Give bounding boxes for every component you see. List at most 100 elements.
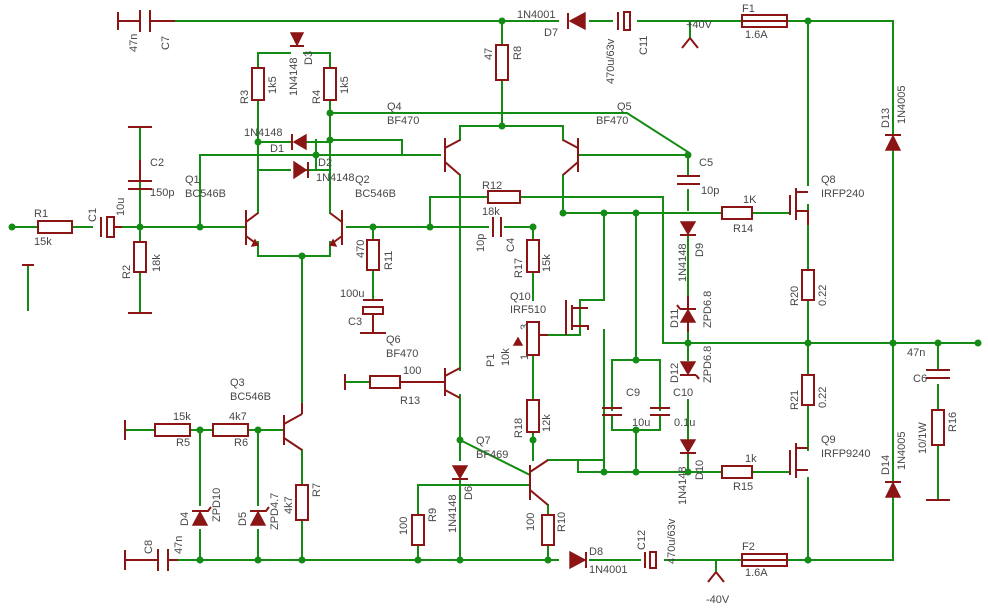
q9-value: IRFP9240	[821, 448, 871, 460]
q5-label: Q5	[617, 101, 632, 113]
c10-value: 0.1u	[674, 417, 695, 429]
f1-label: F1	[742, 3, 755, 15]
r14-value: 1K	[743, 194, 757, 206]
c11-value: 470u/63v	[605, 38, 617, 84]
r18-value: 12k	[541, 414, 553, 432]
r16-label: R16	[947, 412, 959, 432]
d3-value: 1N4148	[288, 57, 300, 96]
r8-label: R8	[512, 46, 524, 60]
r12-label: R12	[482, 180, 502, 192]
r1-value: 15k	[34, 236, 52, 248]
d9-value: 1N4148	[677, 243, 689, 282]
r20-value: 0.22	[817, 285, 829, 306]
r10-label: R10	[556, 512, 568, 532]
d1-value: 1N4148	[244, 127, 283, 139]
c9-label: C9	[626, 387, 640, 399]
d8-value: 1N4001	[589, 564, 628, 576]
labels: 47n C7 1N4001 D7 470u/63v C11 +40V F1 1.…	[34, 3, 959, 606]
d4-label: D4	[179, 512, 191, 526]
d13-value: 1N4005	[896, 85, 908, 124]
c5-value: 10p	[701, 185, 719, 197]
d3-label: D3	[303, 51, 315, 65]
d4-value: ZPD10	[211, 488, 223, 522]
c6-label: C6	[913, 373, 927, 385]
q10-value: IRF510	[510, 304, 546, 316]
r15-value: 1k	[745, 453, 757, 465]
d5-value: ZPD4.7	[269, 493, 281, 530]
d1-label: D1	[270, 143, 284, 155]
q6-value: BF470	[386, 348, 418, 360]
r21-label: R21	[789, 390, 801, 410]
r17-value: 15k	[541, 254, 553, 272]
c1-label: C1	[87, 208, 99, 222]
r13-label: R13	[400, 395, 420, 407]
c4-label: C4	[505, 238, 517, 252]
r3-value: 1k5	[267, 76, 279, 94]
d14-value: 1N4005	[896, 431, 908, 470]
d7-label: D7	[544, 27, 558, 39]
c11-label: C11	[638, 36, 650, 55]
d9-label: D9	[694, 243, 706, 257]
c12-label: C12	[636, 530, 648, 550]
q8-value: IRFP240	[821, 188, 864, 200]
d11-label: D11	[669, 309, 681, 328]
c4-value: 10p	[475, 234, 487, 252]
d12-value: ZPD6.8	[702, 346, 714, 383]
r21-value: 0.22	[817, 387, 829, 408]
f1-value: 1.6A	[745, 29, 768, 41]
r16-value: 10/1W	[917, 422, 929, 454]
r7-value: 4k7	[283, 496, 295, 514]
r11-label: R11	[383, 251, 395, 270]
q9-label: Q9	[821, 434, 836, 446]
r20-label: R20	[789, 286, 801, 306]
d6-label: D6	[463, 486, 475, 500]
q1-value: BC546B	[185, 188, 226, 200]
r4-value: 1k5	[339, 76, 351, 94]
r15-label: R15	[733, 481, 753, 493]
q4-label: Q4	[387, 101, 402, 113]
q4-value: BF470	[387, 115, 419, 127]
q8-label: Q8	[821, 174, 836, 186]
c10-label: C10	[673, 387, 693, 399]
d13-label: D13	[880, 108, 892, 128]
p1-pin1: 1	[519, 354, 531, 360]
r10-value: 100	[525, 513, 537, 531]
c2-label: C2	[150, 157, 164, 169]
p1-value: 10k	[500, 348, 512, 366]
d2-label: D2	[318, 157, 332, 169]
r14-label: R14	[733, 223, 753, 235]
d12-label: D12	[669, 363, 681, 383]
c7-value: 47n	[128, 34, 140, 52]
c12-value: 470u/63v	[666, 518, 678, 564]
q2-label: Q2	[355, 174, 370, 186]
c3-label: C3	[348, 316, 362, 328]
c8-label: C8	[143, 540, 155, 554]
r5-label: R5	[176, 437, 190, 449]
d10-label: D10	[694, 460, 706, 480]
d7-value: 1N4001	[517, 9, 556, 21]
c8-value: 47n	[173, 536, 185, 554]
c5-label: C5	[699, 157, 713, 169]
q7-value: BF469	[476, 449, 508, 461]
r13-value: 100	[403, 365, 421, 377]
r18-label: R18	[513, 418, 525, 438]
q2-value: BC546B	[355, 188, 396, 200]
r1-label: R1	[34, 208, 48, 220]
r8-value: 47	[483, 48, 495, 60]
r9-value: 100	[398, 517, 410, 535]
d2-value: 1N4148	[316, 172, 355, 184]
r12-value: 18k	[482, 206, 500, 218]
components	[22, 10, 950, 583]
c3-value: 100u	[340, 288, 364, 300]
d6-value: 1N4148	[447, 494, 459, 533]
r5-value: 15k	[173, 411, 191, 423]
q1-label: Q1	[185, 174, 200, 186]
q10-label: Q10	[510, 291, 531, 303]
r6-label: R6	[234, 437, 248, 449]
q3-value: BC546B	[230, 391, 271, 403]
wires	[11, 20, 979, 573]
f2-value: 1.6A	[745, 567, 768, 579]
d11-value: ZPD6.8	[702, 291, 714, 328]
r4-label: R4	[311, 90, 323, 104]
